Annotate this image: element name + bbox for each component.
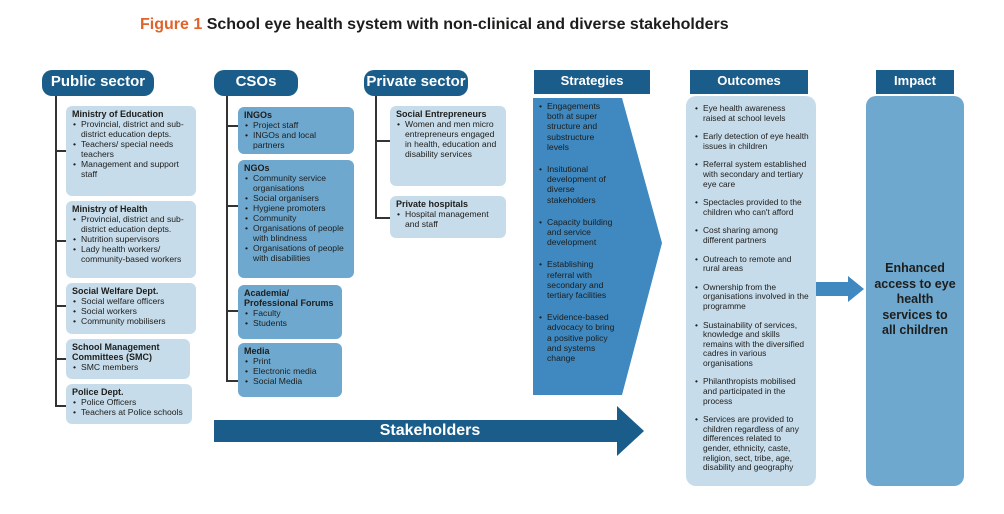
arrow-shape xyxy=(214,406,644,456)
list-item: Organisations of people with disabilitie… xyxy=(244,243,348,263)
connector-tick xyxy=(375,217,390,219)
private-sector-connector xyxy=(375,96,377,218)
box-title: Ministry of Education xyxy=(72,109,164,119)
ngos-box: NGOs Community service organisations Soc… xyxy=(238,160,354,278)
list-item: Community service organisations xyxy=(244,173,348,193)
list-item: Project staff xyxy=(244,120,348,130)
list-item: Early detection of eye health issues in … xyxy=(694,131,810,151)
box-title: Police Dept. xyxy=(72,387,124,397)
list-item: Faculty xyxy=(244,308,336,318)
list-item: Organisations of people with blindness xyxy=(244,223,348,243)
list-item: Hospital management and staff xyxy=(396,209,500,229)
list-item: Nutrition supervisors xyxy=(72,234,190,244)
csos-connector xyxy=(226,96,228,382)
smc-box: School Management Committees (SMC) SMC m… xyxy=(66,339,190,379)
connector-tick xyxy=(55,305,66,307)
public-sector-header: Public sector xyxy=(42,70,154,96)
list-item: Ownership from the organisations involve… xyxy=(694,282,810,312)
list-item: Establishing referral with secondary and… xyxy=(538,259,618,300)
list-item: Lady health workers/ community-based wor… xyxy=(72,244,190,264)
connector-tick xyxy=(375,140,390,142)
arrow-shape xyxy=(816,276,864,302)
impact-text: Enhanced access to eye health services t… xyxy=(874,261,956,337)
list-item: Social welfare officers xyxy=(72,296,190,306)
box-title: Social Welfare Dept. xyxy=(72,286,159,296)
list-item: Electronic media xyxy=(244,366,336,376)
list-item: Outreach to remote and rural areas xyxy=(694,254,810,274)
outcomes-to-impact-arrow xyxy=(816,276,864,302)
social-entrepreneurs-box: Social Entrepreneurs Women and men micro… xyxy=(390,106,506,186)
police-dept-box: Police Dept. Police Officers Teachers at… xyxy=(66,384,192,424)
connector-tick xyxy=(55,405,66,407)
box-title: Media xyxy=(244,346,270,356)
connector-tick xyxy=(226,380,238,382)
box-title: Ministry of Health xyxy=(72,204,148,214)
connector-tick xyxy=(226,205,238,207)
academia-box: Academia/ Professional Forums Faculty St… xyxy=(238,285,342,339)
outcomes-header: Outcomes xyxy=(690,70,808,94)
box-title: NGOs xyxy=(244,163,270,173)
connector-tick xyxy=(226,125,238,127)
list-item: Management and support staff xyxy=(72,159,190,179)
list-item: Social Media xyxy=(244,376,336,386)
connector-tick xyxy=(55,150,66,152)
outcomes-box: Eye health awareness raised at school le… xyxy=(686,96,816,486)
list-item: Teachers at Police schools xyxy=(72,407,186,417)
box-title: Social Entrepreneurs xyxy=(396,109,487,119)
private-hospitals-box: Private hospitals Hospital management an… xyxy=(390,196,506,238)
strategies-header: Strategies xyxy=(534,70,650,94)
list-item: INGOs and local partners xyxy=(244,130,348,150)
csos-header: CSOs xyxy=(214,70,298,96)
connector-tick xyxy=(55,240,66,242)
list-item: Evidence-based advocacy to bring a posit… xyxy=(538,312,618,363)
list-item: Community xyxy=(244,213,348,223)
list-item: Print xyxy=(244,356,336,366)
list-item: Hygiene promoters xyxy=(244,203,348,213)
box-title: Private hospitals xyxy=(396,199,469,209)
list-item: Engagements both at super structure and … xyxy=(538,101,618,152)
list-item: Teachers/ special needs teachers xyxy=(72,139,190,159)
list-item: Students xyxy=(244,318,336,328)
figure-title-text: School eye health system with non-clinic… xyxy=(206,16,729,33)
media-box: Media Print Electronic media Social Medi… xyxy=(238,343,342,397)
box-title: Academia/ Professional Forums xyxy=(244,288,334,308)
stakeholders-arrow xyxy=(214,406,644,456)
list-item: Services are provided to children regard… xyxy=(694,414,810,473)
list-item: Spectacles provided to the children who … xyxy=(694,197,810,217)
box-title: INGOs xyxy=(244,110,273,120)
list-item: Insitutional development of diverse stak… xyxy=(538,164,618,205)
social-welfare-box: Social Welfare Dept. Social welfare offi… xyxy=(66,283,196,334)
ministry-of-health-box: Ministry of Health Provincial, district … xyxy=(66,201,196,278)
stakeholders-label: Stakeholders xyxy=(379,422,481,439)
list-item: Community mobilisers xyxy=(72,316,190,326)
list-item: Cost sharing among different partners xyxy=(694,225,810,245)
public-sector-connector xyxy=(55,96,57,406)
ingos-box: INGOs Project staff INGOs and local part… xyxy=(238,107,354,154)
list-item: Eye health awareness raised at school le… xyxy=(694,103,810,123)
impact-header: Impact xyxy=(876,70,954,94)
impact-box: Enhanced access to eye health services t… xyxy=(866,96,964,486)
figure-title: Figure 1 School eye health system with n… xyxy=(140,16,729,34)
list-item: Police Officers xyxy=(72,397,186,407)
list-item: Capacity building and service developmen… xyxy=(538,217,618,248)
list-item: Social organisers xyxy=(244,193,348,203)
list-item: Philanthropists mobilised and participat… xyxy=(694,377,810,406)
private-sector-header: Private sector xyxy=(364,70,468,96)
connector-tick xyxy=(226,310,238,312)
list-item: Provincial, district and sub-district ed… xyxy=(72,119,190,139)
figure-number: Figure 1 xyxy=(140,16,203,33)
list-item: Sustainability of services, knowledge an… xyxy=(694,320,810,369)
list-item: Referral system established with seconda… xyxy=(694,160,810,189)
box-title: School Management Committees (SMC) xyxy=(72,342,160,362)
list-item: SMC members xyxy=(72,362,184,372)
list-item: Women and men micro entrepreneurs engage… xyxy=(396,119,500,159)
connector-tick xyxy=(55,358,66,360)
ministry-of-education-box: Ministry of Education Provincial, distri… xyxy=(66,106,196,196)
list-item: Provincial, district and sub-district ed… xyxy=(72,214,190,234)
list-item: Social workers xyxy=(72,306,190,316)
strategies-list: Engagements both at super structure and … xyxy=(538,101,618,375)
